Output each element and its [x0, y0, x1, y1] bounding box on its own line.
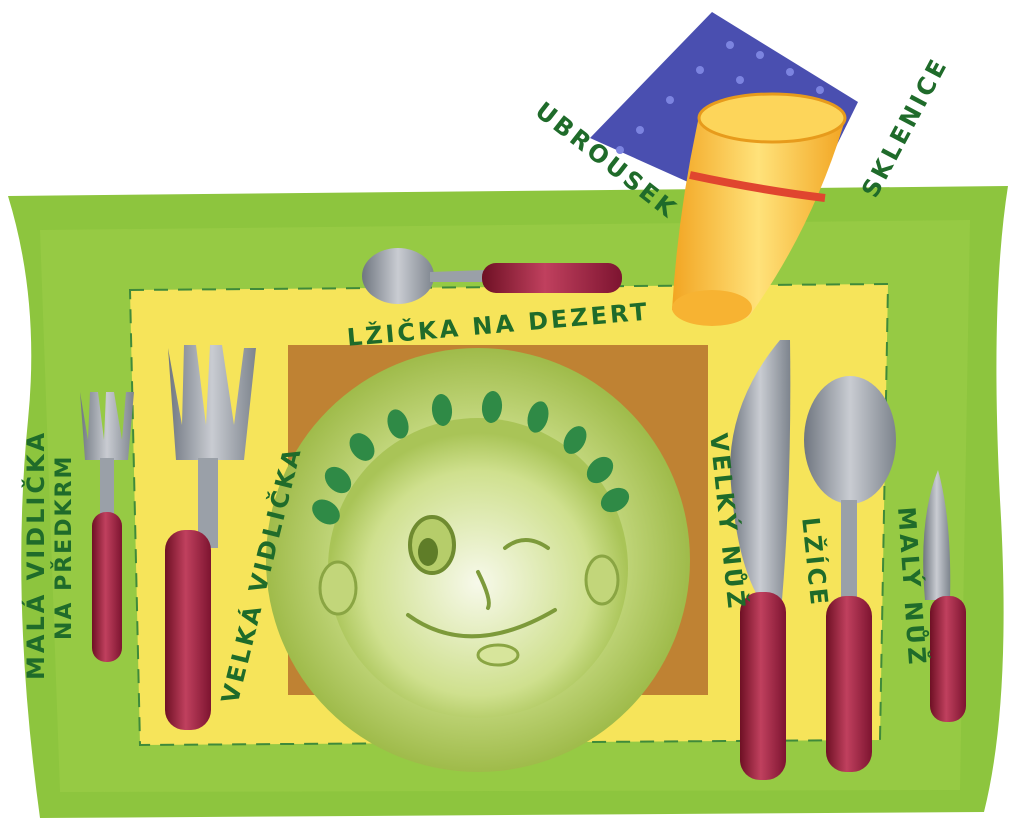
small-fork-label-line1: MALÁ VIDLIČKA	[24, 430, 48, 680]
small-fork-label-line2: NA PŘEDKRM	[54, 455, 76, 640]
